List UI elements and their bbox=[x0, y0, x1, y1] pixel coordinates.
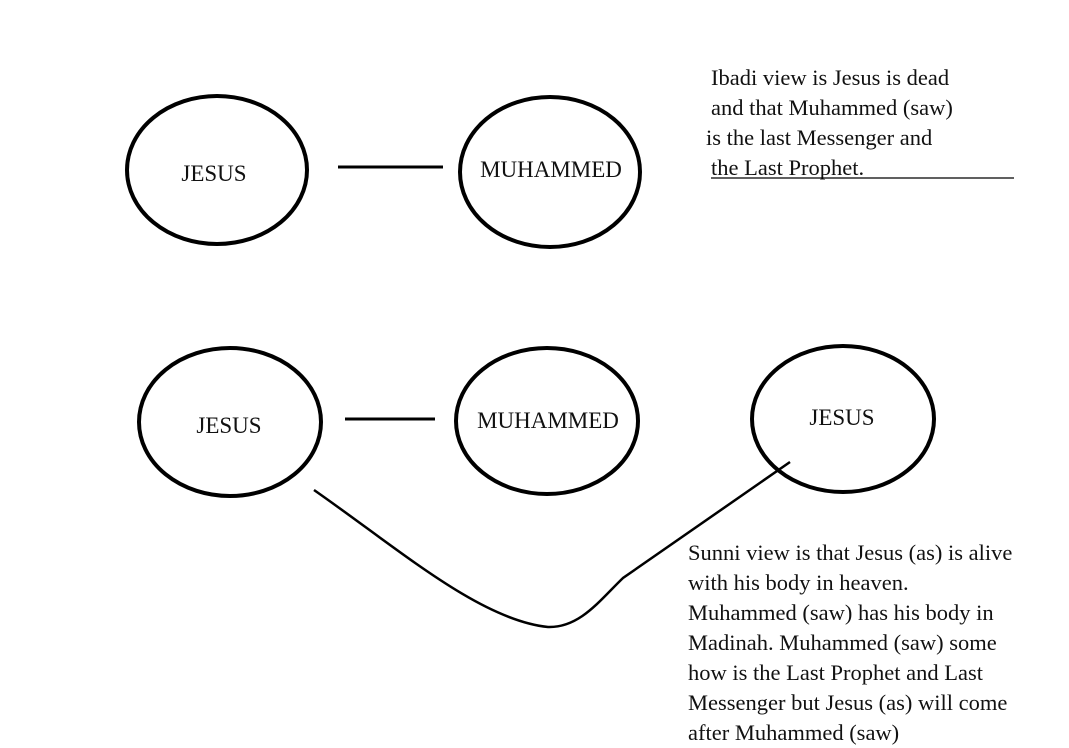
ibadi-note: Ibadi view is Jesus is dead and that Muh… bbox=[706, 65, 1014, 180]
muhammed-node bbox=[458, 95, 642, 249]
note-line: Messenger but Jesus (as) will come bbox=[688, 690, 1007, 715]
sunni-note: Sunni view is that Jesus (as) is alive w… bbox=[688, 540, 1012, 745]
muhammed-node bbox=[454, 346, 640, 496]
sunni-diagram: JESUS MUHAMMED JESUS bbox=[137, 344, 936, 629]
note-line: is the last Messenger and bbox=[706, 125, 932, 150]
note-line: Ibadi view is Jesus is dead bbox=[711, 65, 949, 90]
ibadi-diagram: JESUS MUHAMMED bbox=[125, 94, 642, 249]
note-line: with his body in heaven. bbox=[688, 570, 909, 595]
return-curve bbox=[313, 460, 791, 629]
note-line: the Last Prophet. bbox=[711, 155, 864, 180]
note-line: and that Muhammed (saw) bbox=[711, 95, 953, 120]
note-line: how is the Last Prophet and Last bbox=[688, 660, 984, 685]
note-line: after Muhammed (saw) bbox=[688, 720, 899, 745]
muhammed-node-label: MUHAMMED bbox=[480, 157, 622, 182]
jesus-node-label: JESUS bbox=[196, 413, 261, 438]
note-line: Madinah. Muhammed (saw) some bbox=[688, 630, 997, 655]
note-line: Muhammed (saw) has his body in bbox=[688, 600, 994, 625]
jesus-return-node bbox=[750, 344, 936, 494]
jesus-node bbox=[137, 346, 323, 498]
jesus-return-node-label: JESUS bbox=[809, 405, 874, 430]
jesus-node-label: JESUS bbox=[181, 161, 246, 186]
jesus-node bbox=[125, 94, 309, 246]
muhammed-node-label: MUHAMMED bbox=[477, 408, 619, 433]
note-line: Sunni view is that Jesus (as) is alive bbox=[688, 540, 1012, 565]
